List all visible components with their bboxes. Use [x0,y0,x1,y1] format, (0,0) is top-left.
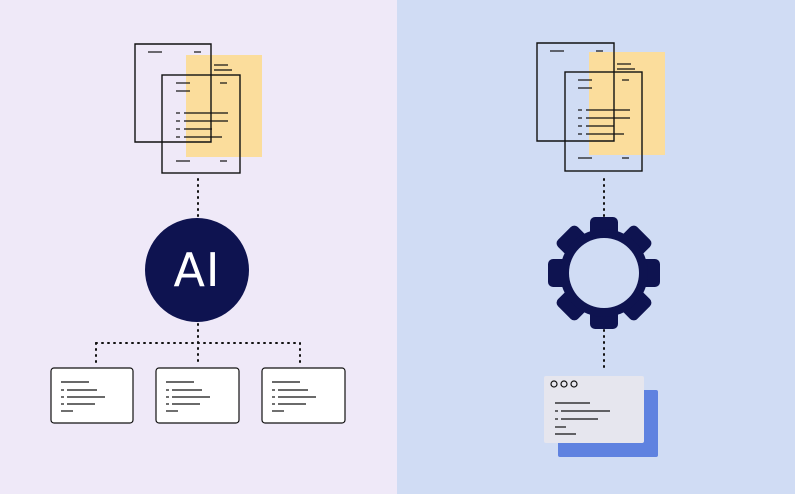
left-document-stack-icon [134,43,262,174]
text-card-icon [155,367,240,424]
ai-label: AI [173,243,221,297]
text-card-icon [261,367,346,424]
gear-icon [548,217,660,329]
left-connector-lines [95,178,301,367]
ai-circle-icon [145,218,249,322]
right-document-stack-icon [536,42,665,172]
browser-window-icon [544,376,658,457]
text-card-icon [50,367,134,424]
